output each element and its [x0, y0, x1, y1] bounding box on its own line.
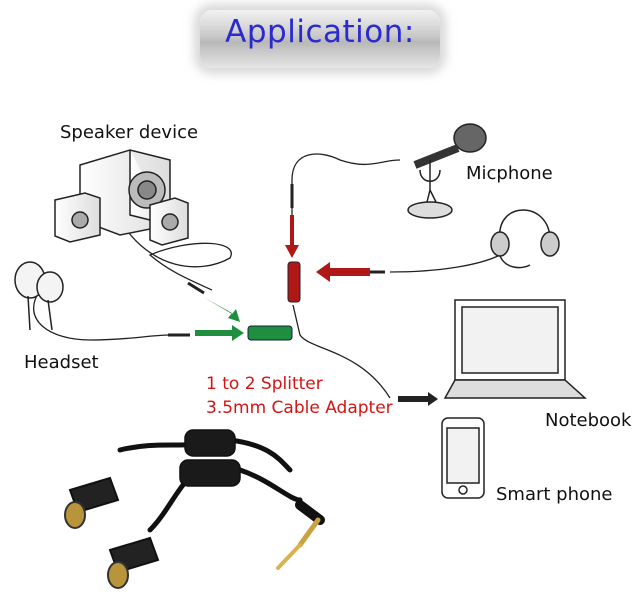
- splitter-cable-image: [64, 429, 325, 589]
- headset-mic-icon: [490, 209, 560, 269]
- microphone-icon: [407, 123, 487, 219]
- splitter-label-line1: 1 to 2 Splitter: [206, 374, 323, 394]
- speaker-label: Speaker device: [60, 122, 199, 143]
- laptop-icon: [443, 299, 587, 399]
- red-splitter: [287, 184, 385, 303]
- phone-label: Smart phone: [496, 484, 613, 505]
- headset-label: Headset: [24, 352, 99, 373]
- wires: [33, 153, 501, 399]
- notebook-label: Notebook: [545, 410, 632, 431]
- title-banner: [200, 10, 440, 68]
- smartphone-icon: [441, 417, 485, 499]
- speaker-icon: [54, 149, 189, 246]
- green-splitter: [168, 281, 293, 341]
- page-title: Application:: [225, 14, 415, 50]
- splitter-label-line2: 3.5mm Cable Adapter: [206, 398, 393, 418]
- mic-label: Micphone: [466, 163, 553, 184]
- red-arrows: [285, 215, 370, 282]
- black-arrows: [398, 392, 438, 406]
- green-arrows: [195, 298, 244, 341]
- headphones-icon: [14, 261, 64, 331]
